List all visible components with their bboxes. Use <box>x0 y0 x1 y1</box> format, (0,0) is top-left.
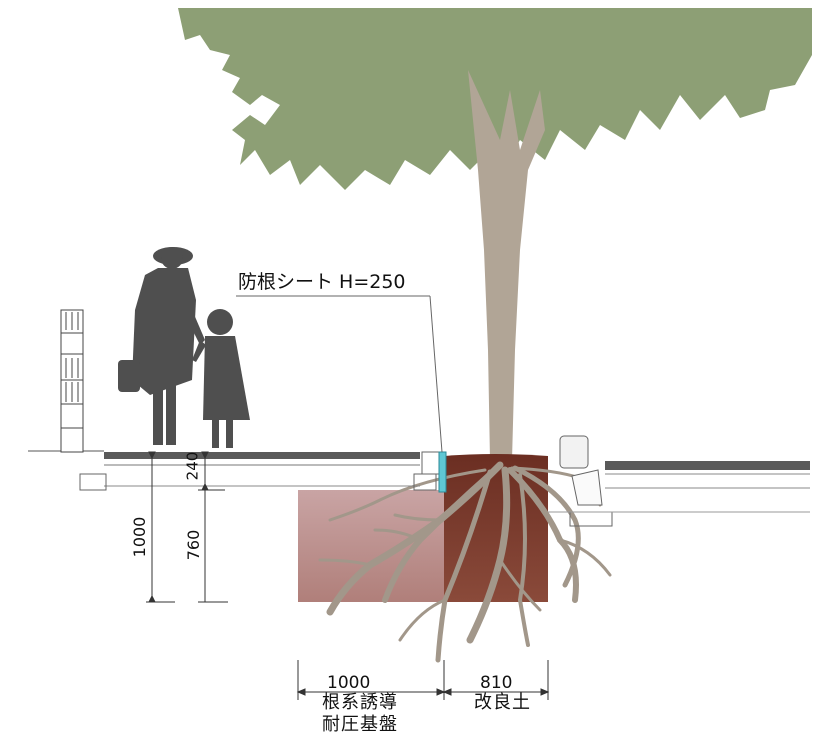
dimension-lines-depth <box>146 451 228 603</box>
sheet-leader-line <box>236 295 443 453</box>
tree-roots <box>318 461 612 663</box>
root-barrier-sheet <box>438 451 447 493</box>
base-width-label: 1000 <box>327 673 371 693</box>
depth-lower-label: 760 <box>184 529 203 561</box>
dimension-lines-width <box>296 660 550 700</box>
sidewalk-pavement <box>28 450 441 491</box>
base-name-line1: 根系誘導 <box>322 692 398 713</box>
root-guidance-base <box>298 490 444 602</box>
root-sheet-label: 防根シート H=250 <box>238 271 406 293</box>
soil-width-label: 810 <box>480 673 513 693</box>
depth-total-label: 1000 <box>130 516 149 558</box>
tree-canopy <box>178 8 812 190</box>
tree-trunk <box>468 70 545 460</box>
base-name-line2: 耐圧基盤 <box>322 714 398 735</box>
soil-name-label: 改良土 <box>474 692 531 713</box>
roadway-curb <box>548 435 810 527</box>
depth-upper-label: 240 <box>183 451 202 481</box>
pedestrian-silhouettes <box>118 247 250 448</box>
fence-post <box>60 309 84 453</box>
